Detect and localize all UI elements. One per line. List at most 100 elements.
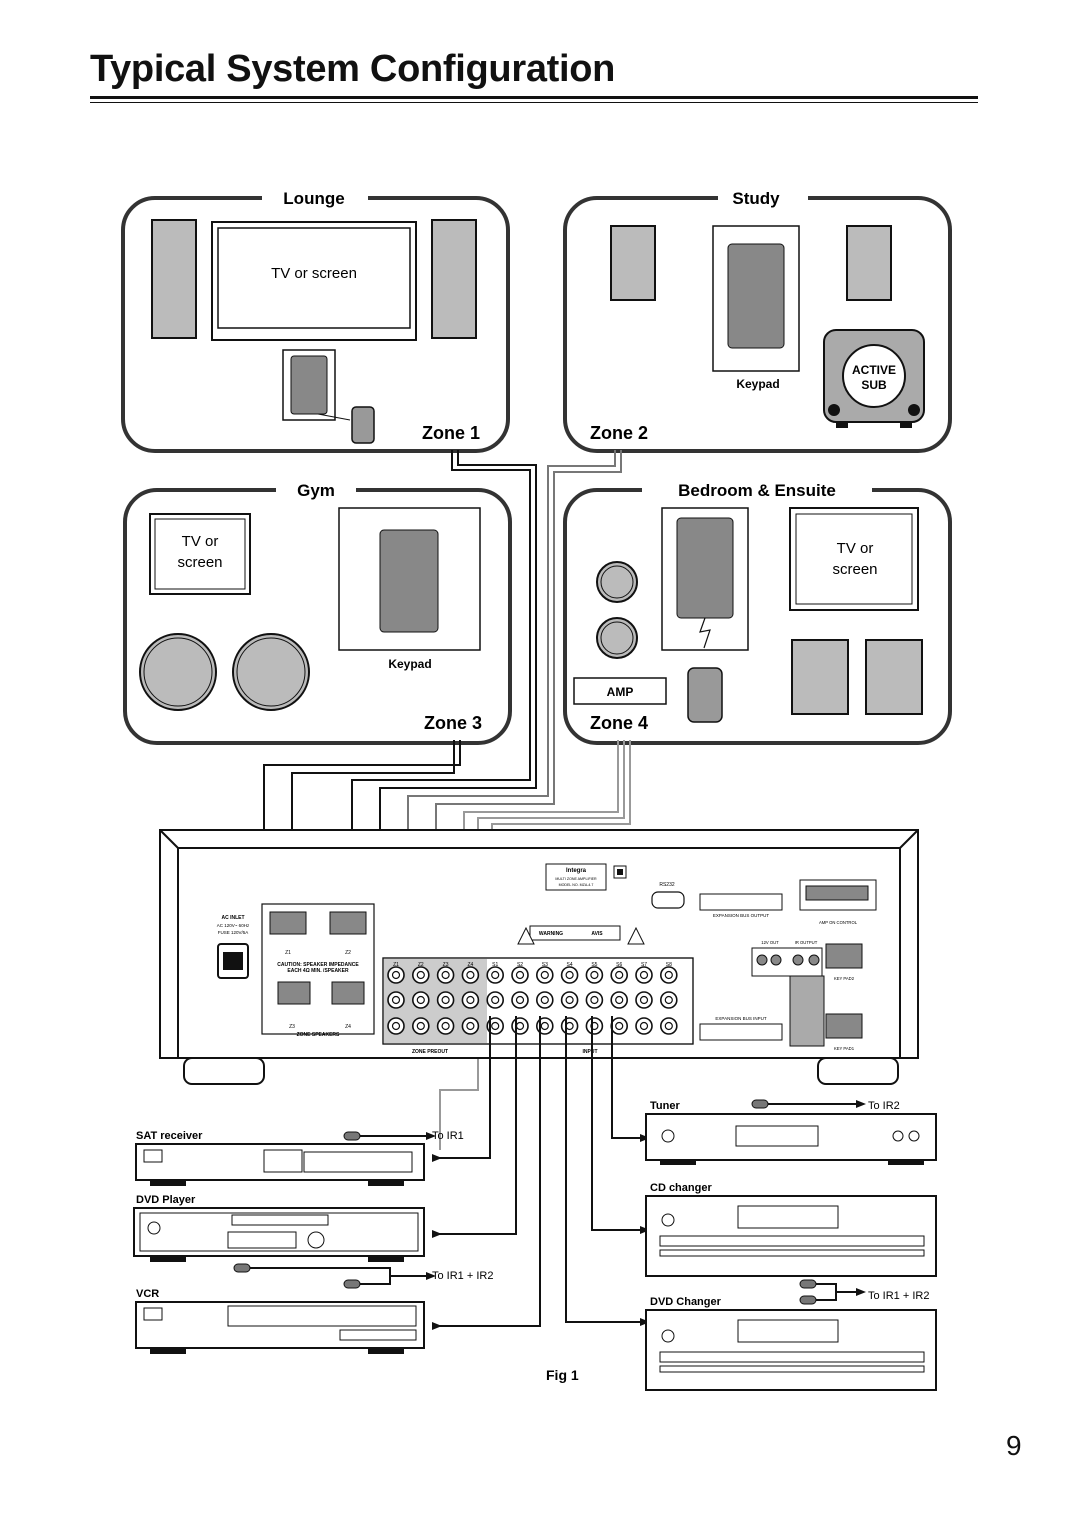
study-title: Study <box>732 189 780 208</box>
bedroom-remote <box>687 667 723 723</box>
rca-jack-center <box>565 970 574 980</box>
source-wiring <box>242 1016 862 1327</box>
rca-jack-center <box>441 970 450 980</box>
lounge-right-speaker <box>431 219 477 339</box>
zone-preout-label: ZONE PREOUT <box>412 1049 448 1055</box>
ir-card <box>789 975 825 1047</box>
lounge-room: Lounge TV or screen Zone 1 <box>121 186 510 453</box>
rca-jack-center <box>540 1021 549 1031</box>
rca-jack-center <box>540 970 549 980</box>
dvd-changer: DVD Changer To IR1 + IR2 <box>645 1279 937 1391</box>
rca-column-label: S3 <box>542 962 548 968</box>
page-number: 9 <box>1006 1430 1022 1461</box>
brand-label: Integra <box>566 868 587 874</box>
rca-jack-center <box>664 995 673 1005</box>
input-label: INPUT <box>583 1049 598 1055</box>
dvdc-label: DVD Changer <box>650 1296 722 1308</box>
twelve-v-out-label: 12V OUT <box>761 940 779 945</box>
rca-column-label: S5 <box>591 962 597 968</box>
cd-label: CD changer <box>650 1182 712 1194</box>
tuner: Tuner To IR2 <box>645 1099 937 1165</box>
rca-jack-center <box>515 995 525 1005</box>
study-left-speaker <box>610 225 656 301</box>
zone1-label: Zone 1 <box>422 423 480 443</box>
gym-room: Gym TV or screen Keypad Zone 3 <box>123 478 512 745</box>
lounge-title: Lounge <box>283 189 344 208</box>
rca-jack-center <box>639 995 649 1005</box>
rca-jack-center <box>615 970 624 980</box>
keypad1-terminal <box>825 1013 863 1039</box>
caution-line2: EACH 4Ω MIN. /SPEAKER <box>287 968 349 974</box>
bedroom-title: Bedroom & Ensuite <box>678 481 836 500</box>
rca-jack-center <box>664 970 673 980</box>
rca-jack-center <box>416 1021 425 1031</box>
rca-column-label: Z4 <box>467 962 473 968</box>
expansion-out-port <box>699 893 783 911</box>
model-line1: MULTI ZONE AMPLIFIER <box>555 877 597 881</box>
gym-tv-line1: TV or <box>182 533 219 550</box>
study-room: Study Keypad ACTIVE SUB Zone 2 <box>563 186 952 453</box>
dvd-player: DVD Player To IR1 + IR2 <box>133 1194 493 1282</box>
rca-jack-center <box>515 1021 525 1031</box>
caution-line1: CAUTION: SPEAKER IMPEDANCE <box>277 962 359 968</box>
rca-jack-center <box>491 995 500 1005</box>
rca-column-label: Z1 <box>393 962 399 968</box>
rca-column-label: S1 <box>492 962 498 968</box>
speaker-terminal-z1 <box>269 911 307 935</box>
rca-jack-center <box>639 1021 649 1031</box>
rca-jack-center <box>515 970 525 980</box>
bedroom-speaker-right <box>865 639 923 715</box>
keypad2-terminal <box>825 943 863 969</box>
tuner-label: Tuner <box>650 1100 680 1112</box>
speaker-terminal-z4 <box>331 981 365 1005</box>
rca-jack-center <box>590 995 599 1005</box>
bedroom-tv-line1: TV or <box>837 540 874 557</box>
key-pad1-label: KEY PAD1 <box>834 1046 855 1051</box>
bedroom-amp-label: AMP <box>607 685 634 699</box>
model-line2: MODEL NO. MZA-4.7 <box>559 883 594 887</box>
rca-jack-center <box>565 1021 574 1031</box>
rca-jack-center <box>391 1021 401 1031</box>
rca-jack-center <box>491 1021 500 1031</box>
dvdc-to-ir-label: To IR1 + IR2 <box>868 1290 929 1302</box>
rca-jack-center <box>664 1021 673 1031</box>
vcr-label: VCR <box>136 1288 159 1300</box>
bedroom-amp <box>573 677 667 705</box>
warning-triangle-left <box>517 926 535 945</box>
zone3-label: Zone 3 <box>424 713 482 733</box>
zone-speaker-z4: Z4 <box>345 1024 351 1030</box>
vcr: VCR <box>135 1279 425 1354</box>
zone2-label: Zone 2 <box>590 423 648 443</box>
avis-label: AVIS <box>591 931 603 937</box>
brand-plate <box>545 863 607 891</box>
rca-jack-center <box>540 995 549 1005</box>
rs232-label: RS232 <box>659 882 675 888</box>
rca-column-label: S7 <box>641 962 647 968</box>
rca-jack-center <box>466 995 475 1005</box>
ac-inlet-label: AC INLET <box>221 915 244 921</box>
rca-column-label: S4 <box>567 962 573 968</box>
gym-keypad-label: Keypad <box>388 657 431 671</box>
study-keypad-label: Keypad <box>736 377 779 391</box>
active-sub-line2: SUB <box>861 378 887 392</box>
lounge-remote <box>351 406 375 444</box>
zone-speaker-z1: Z1 <box>285 950 291 956</box>
rca-jack-center <box>391 970 401 980</box>
rca-jack-center <box>466 1021 475 1031</box>
rca-column-label: S6 <box>616 962 622 968</box>
rca-column-label: S8 <box>666 962 672 968</box>
expansion-out-label: EXPANSION BUS OUTPUT <box>713 913 769 918</box>
rca-jack-center <box>441 995 450 1005</box>
rca-jack-center <box>590 970 599 980</box>
title-rule-thin <box>90 102 978 103</box>
warning-label: WARNING <box>539 931 563 937</box>
rca-column-label: Z2 <box>418 962 424 968</box>
ac-spec-label: AC 120V~ 60Hz <box>217 923 250 928</box>
study-right-speaker <box>846 225 892 301</box>
active-sub-line1: ACTIVE <box>852 363 896 377</box>
zone-speaker-z2: Z2 <box>345 950 351 956</box>
gym-tv-line2: screen <box>177 554 222 571</box>
bedroom-tv-line2: screen <box>832 561 877 578</box>
